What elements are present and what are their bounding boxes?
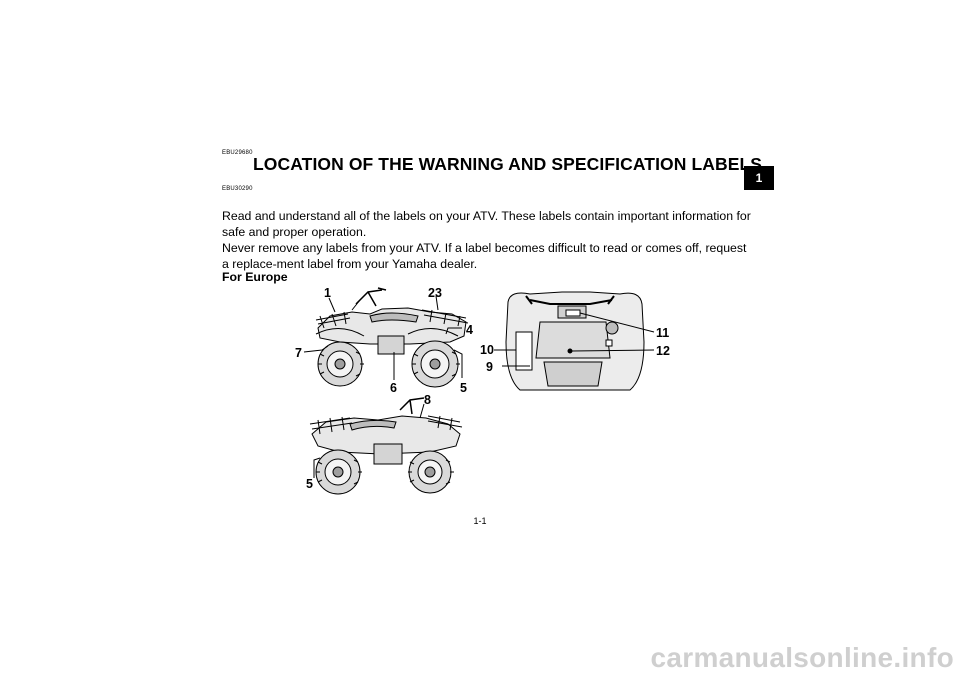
callout-7: 7 (295, 346, 302, 360)
page-number: 1-1 (473, 516, 487, 526)
atv-top-view-illustration: 11 10 12 9 (480, 291, 670, 391)
callout-8: 8 (424, 393, 431, 407)
atv-left-side-illustration: 1 23 4 7 6 5 (295, 286, 473, 395)
callout-12: 12 (656, 344, 670, 358)
body-text: Read and understand all of the labels on… (222, 208, 752, 272)
chapter-number: 1 (755, 171, 763, 185)
callout-6: 6 (390, 381, 397, 395)
callout-4: 4 (466, 323, 473, 337)
callout-9: 9 (486, 360, 493, 374)
atv-right-side-illustration: 8 5 (306, 393, 463, 495)
subheading-region: For Europe (222, 270, 288, 284)
callout-5-rear: 5 (306, 477, 313, 491)
paragraph-intro: Read and understand all of the labels on… (222, 209, 751, 239)
chapter-tab: 1 (744, 166, 774, 190)
callout-10: 10 (480, 343, 494, 357)
page-title: LOCATION OF THE WARNING AND SPECIFICATIO… (253, 154, 763, 174)
callout-11: 11 (656, 326, 669, 340)
section-code: EBU29680 (222, 150, 253, 156)
watermark: carmanualsonline.info (650, 642, 954, 673)
paragraph-warning: Never remove any labels from your ATV. I… (222, 241, 747, 271)
callout-5: 5 (460, 381, 467, 395)
subsection-code: EBU30290 (222, 186, 253, 192)
callout-23: 23 (428, 286, 442, 300)
callout-1: 1 (324, 286, 331, 300)
